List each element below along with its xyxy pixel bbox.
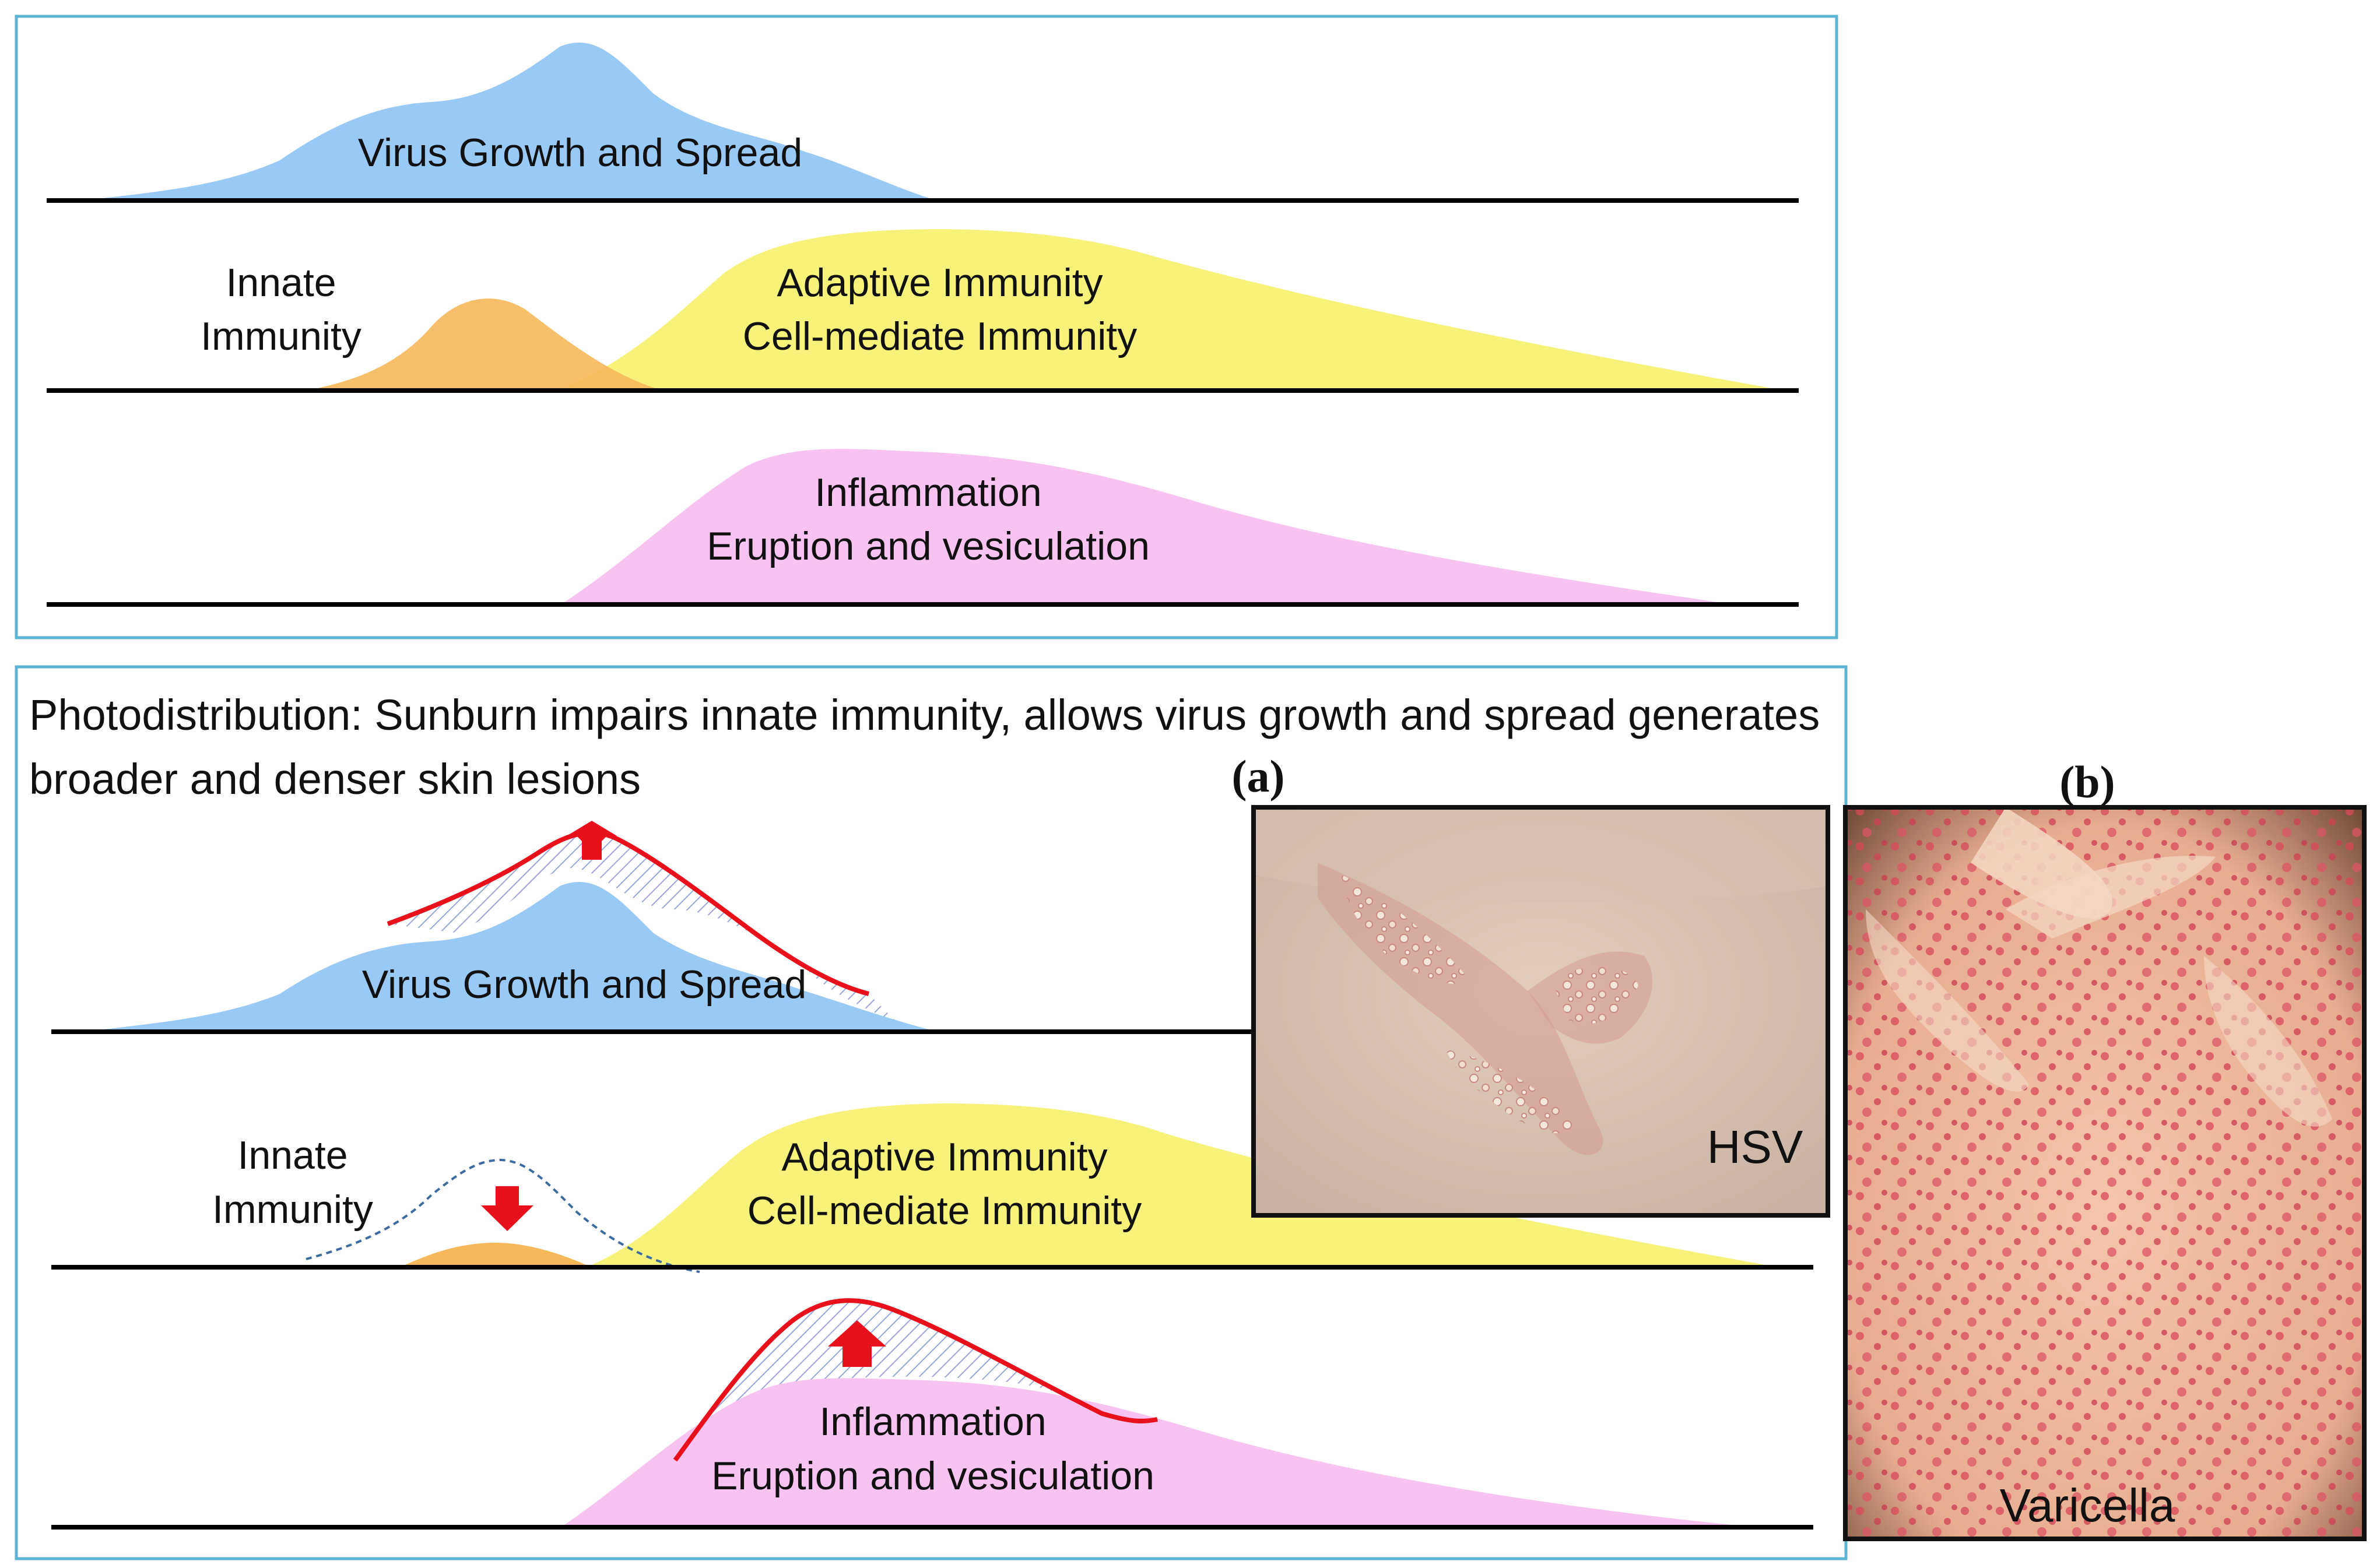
adaptive-immunity-curve-b [589,1103,1772,1266]
photo-a-caption: HSV [1707,1121,1803,1173]
photo-a-label: (a) [1232,751,1285,801]
innate-original-dashed [306,1158,700,1273]
inflammation-label-line2: Eruption and vesiculation [707,524,1150,568]
adaptive-immunity-curve [560,229,1778,389]
adaptive-label-b-line2: Cell-mediate Immunity [747,1189,1142,1233]
virus-growth-curve-b [93,881,933,1031]
innate-label-line1: Innate [226,261,336,305]
down-arrow-icon [481,1186,533,1231]
virus-increase-hatch [388,832,898,1023]
heading-line1: Photodistribution: Sunburn impairs innat… [29,691,1820,739]
inflammation-curve-b [563,1378,1743,1526]
photo-b-varicella [1843,805,2367,1541]
heading-line2: broader and denser skin lesions [29,755,641,803]
virus-increased-outline [387,830,869,996]
inflammation-label-b-line1: Inflammation [819,1400,1046,1444]
photo-b-label: (b) [2059,757,2115,807]
inflammation-label-line1: Inflammation [815,470,1041,515]
adaptive-label-b-line1: Adaptive Immunity [781,1135,1107,1179]
inflammation-label-b-line2: Eruption and vesiculation [711,1454,1154,1498]
inflammation-increased-outline [673,1298,1158,1462]
photo-b-caption: Varicella [2000,1479,2175,1531]
adaptive-label-line2: Cell-mediate Immunity [743,314,1137,358]
inflammation-increase-hatch [675,1300,1157,1460]
virus-label-b: Virus Growth and Spread [362,962,806,1007]
innate-immunity-curve [312,298,659,389]
adaptive-label-line1: Adaptive Immunity [777,261,1103,305]
top-panel-frame [15,15,1838,639]
inflammation-curve [563,449,1726,603]
photo-a-hsv [1251,805,1830,1218]
innate-label-b-line2: Immunity [212,1187,373,1232]
up-arrow-inflammation-icon [828,1320,886,1367]
up-arrow-icon [567,821,617,860]
innate-label-line2: Immunity [201,314,361,358]
innate-label-b-line1: Innate [237,1133,347,1177]
innate-reduced-curve [402,1242,589,1266]
virus-growth-curve [93,42,933,200]
virus-label: Virus Growth and Spread [358,131,802,175]
